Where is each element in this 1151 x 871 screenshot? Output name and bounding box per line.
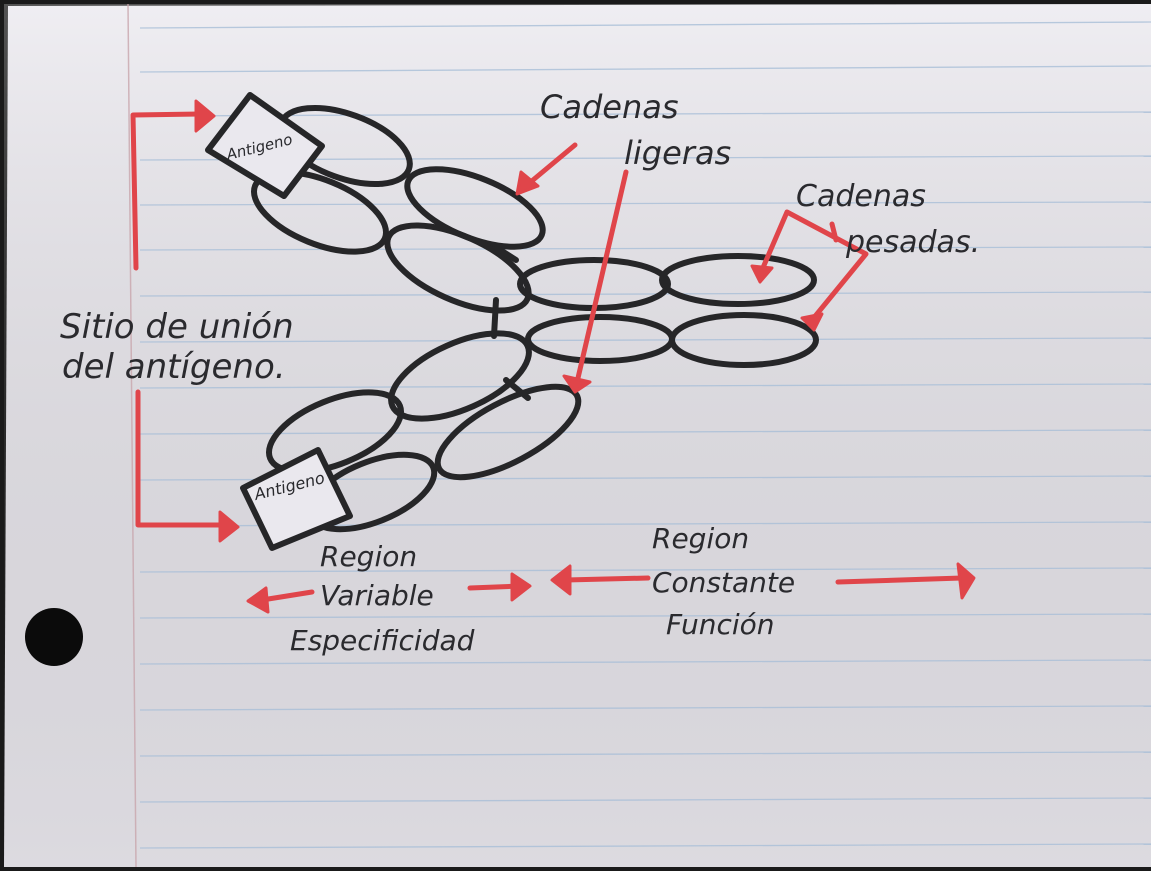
constant-arrow-left (566, 578, 648, 580)
light-chains-label-line1: Cadenas (540, 88, 679, 126)
constant-region-line3: Función (666, 608, 775, 641)
heavy-chains-label-line1: Cadenas (796, 179, 926, 214)
binding-site-label-line2: del antígeno. (62, 347, 286, 387)
variable-region-line3: Especificidad (290, 624, 475, 657)
binder-hole (25, 608, 83, 666)
constant-region-line2: Constante (652, 566, 795, 599)
heavy-chains-label-line2: pesadas. (845, 225, 980, 260)
light-chains-label-line2: ligeras (624, 134, 731, 172)
constant-region-line1: Region (652, 522, 749, 555)
variable-region-line1: Region (320, 540, 417, 573)
paper-shading (4, 4, 1151, 867)
variable-region-line2: Variable (320, 579, 434, 612)
binding-site-label-line1: Sitio de unión (60, 307, 294, 347)
